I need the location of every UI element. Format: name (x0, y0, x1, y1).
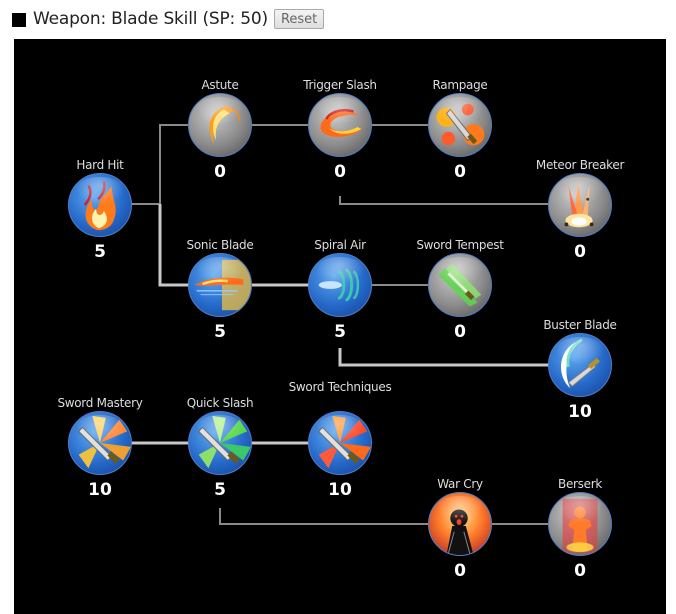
skill-node-sword-techniques: Sword Techniques 10 (280, 380, 400, 500)
skill-tree-panel: Astute 0 Trigger Slash 0 Rampage (14, 39, 666, 614)
sonic-streak-icon (194, 259, 251, 311)
skill-name: Sonic Blade (186, 238, 254, 252)
skill-points: 5 (214, 322, 226, 342)
skill-node-hard-hit: Hard Hit 5 (40, 157, 160, 262)
skill-tree-header: Weapon: Blade Skill (SP: 50) Reset (12, 6, 325, 32)
sword-green-rays-icon (198, 415, 251, 469)
skill-name: Trigger Slash (303, 78, 377, 92)
skill-points: 10 (568, 402, 592, 422)
reset-button[interactable]: Reset (273, 9, 325, 29)
skill-orb-berserk[interactable] (548, 492, 612, 556)
skill-orb-meteor-breaker[interactable] (548, 173, 612, 237)
skill-orb-war-cry[interactable] (428, 492, 492, 556)
skill-node-meteor-breaker: Meteor Breaker 0 (520, 157, 640, 262)
skill-tree-title: Weapon: Blade Skill (SP: 50) (33, 9, 268, 29)
skill-points: 10 (88, 480, 112, 500)
skill-node-war-cry: War Cry 0 (400, 476, 520, 581)
meteor-impact-icon (564, 181, 594, 228)
skill-name: Berserk (558, 477, 602, 491)
connector-trigger-slash-meteor-breaker (339, 196, 549, 205)
skill-points: 10 (328, 480, 352, 500)
skill-name: Sword Techniques (288, 380, 392, 394)
skill-points: 5 (214, 480, 226, 500)
skill-orb-rampage[interactable] (428, 93, 492, 157)
skill-orb-sword-tempest[interactable] (428, 253, 492, 317)
skill-orb-astute[interactable] (188, 93, 252, 157)
skill-node-quick-slash: Quick Slash 5 (160, 395, 280, 500)
green-tempest-icon (438, 263, 482, 307)
skill-node-sword-tempest: Sword Tempest 0 (400, 237, 520, 342)
skill-name: Buster Blade (543, 318, 617, 332)
skill-name: Sword Mastery (57, 396, 143, 410)
connector-hard-hit-sonic-blade (158, 204, 189, 287)
skill-orb-spiral-air[interactable] (308, 253, 372, 317)
skill-name: Meteor Breaker (535, 158, 625, 172)
connector-quick-slash-war-cry (219, 508, 429, 525)
square-bullet-icon (12, 12, 26, 27)
skill-node-spiral-air: Spiral Air 5 (280, 237, 400, 342)
skill-node-berserk: Berserk 0 (520, 476, 640, 581)
fire-swirl-icon (209, 105, 241, 145)
skill-points: 5 (94, 242, 106, 262)
skill-orb-buster-blade[interactable] (548, 333, 612, 397)
skill-name: Astute (201, 78, 239, 92)
skill-orb-trigger-slash[interactable] (308, 93, 372, 157)
skill-name: War Cry (437, 477, 483, 491)
skill-node-astute: Astute 0 (160, 77, 280, 182)
connector-spiral-air-buster-blade (338, 348, 549, 367)
skill-node-buster-blade: Buster Blade 10 (520, 317, 640, 422)
skill-name: Hard Hit (76, 158, 124, 172)
fire-crescent-icon (320, 108, 364, 137)
skill-points: 0 (574, 242, 586, 262)
skill-node-sword-mastery: Sword Mastery 10 (40, 395, 160, 500)
skill-points: 5 (334, 322, 346, 342)
wind-spiral-icon (318, 268, 360, 302)
skill-connectors (99, 124, 549, 525)
skill-node-trigger-slash: Trigger Slash 0 (280, 77, 400, 182)
skill-name: Rampage (432, 78, 488, 92)
skill-points: 0 (334, 162, 346, 182)
sword-orange-rays-icon (78, 415, 131, 469)
skill-points: 0 (454, 561, 466, 581)
skill-name: Spiral Air (314, 238, 366, 252)
skill-points: 0 (214, 162, 226, 182)
skill-orb-quick-slash[interactable] (188, 411, 252, 475)
shouting-figure-icon (446, 509, 474, 555)
skill-node-rampage: Rampage 0 (400, 77, 520, 182)
skill-node-sonic-blade: Sonic Blade 5 (160, 237, 280, 342)
sword-explosion-icon (436, 103, 485, 146)
skill-name: Sword Tempest (416, 238, 504, 252)
flame-icon (83, 181, 116, 231)
skill-orb-sword-techniques[interactable] (308, 411, 372, 475)
skill-orb-hard-hit[interactable] (68, 173, 132, 237)
skill-orb-sword-mastery[interactable] (68, 411, 132, 475)
skill-points: 0 (454, 162, 466, 182)
enraged-figure-icon (562, 498, 598, 554)
skill-orb-sonic-blade[interactable] (188, 253, 252, 317)
skill-name: Quick Slash (186, 396, 254, 410)
sword-red-rays-icon (318, 415, 371, 469)
sword-wave-icon (561, 338, 600, 389)
skill-points: 0 (454, 322, 466, 342)
skill-points: 0 (574, 561, 586, 581)
